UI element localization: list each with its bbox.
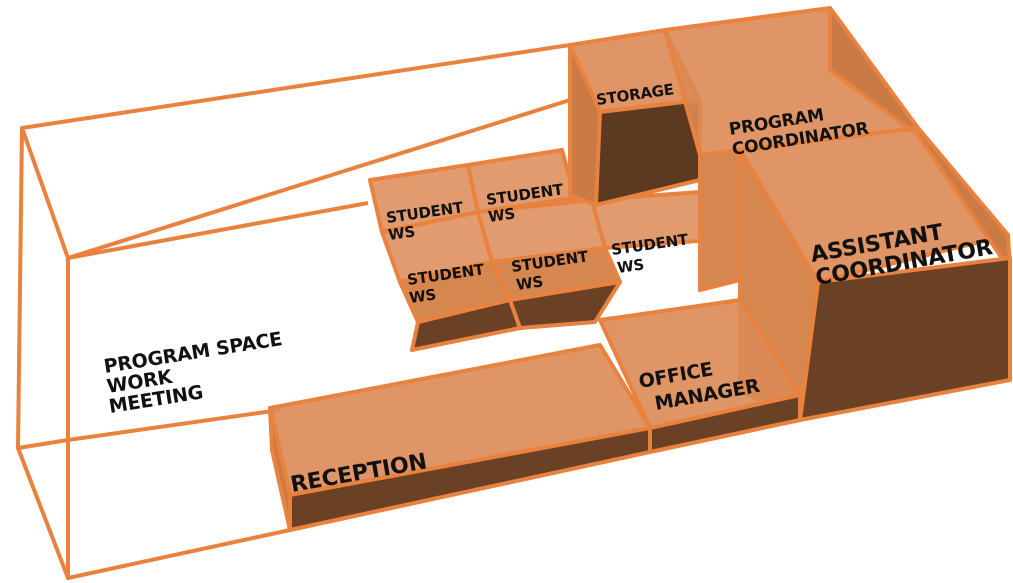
storage-room [568,28,702,207]
storage-inner [594,98,702,207]
program-space-end-wall [16,127,70,580]
student-ws-1-label-2: WS [387,222,416,244]
program-space-ridge [67,201,369,260]
student-ws-3-label-2: WS [408,285,437,307]
program-coordinator-front [698,148,742,292]
student-ws-base-b [508,280,622,330]
program-coordinator-room [663,6,920,292]
program-space-floor-edge [67,408,281,442]
student-ws-block [368,148,712,352]
student-ws-2-label-2: WS [487,204,516,226]
office-manager-room [598,298,802,454]
student-ws-4-label-2: WS [515,272,544,294]
program-space-label: PROGRAM SPACE [102,328,283,378]
assistant-coordinator-room [738,126,1012,422]
student-ws-5-label-2: WS [616,255,645,277]
program-space-floor-corner [17,438,69,450]
program-space-bottom-edge [67,528,291,580]
reception-room [268,343,652,532]
room-labels: PROGRAM SPACE WORK MEETING STORAGE PROGR… [102,80,994,498]
reception-side [268,406,292,532]
